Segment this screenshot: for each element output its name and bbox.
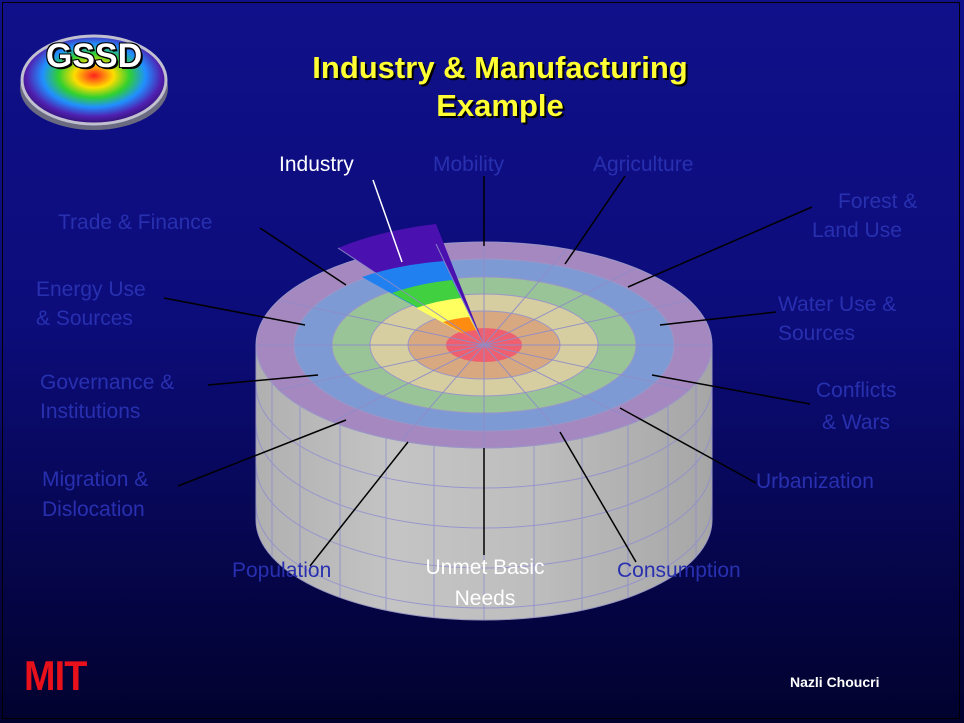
author-name: Nazli Choucri	[790, 674, 880, 690]
label-industry: Industry	[279, 153, 354, 176]
label-population: Population	[232, 559, 332, 582]
label-urbanization: Urbanization	[756, 470, 874, 493]
label-forest-line-2: Land Use	[812, 219, 902, 242]
label-forest-line-1: Forest &	[838, 190, 918, 213]
industry-wedge	[338, 224, 484, 345]
title-line-1: Industry & Manufacturing	[312, 50, 688, 85]
label-unmet-line-2: Needs	[454, 587, 516, 610]
label-migration-line-2: Dislocation	[42, 498, 145, 521]
label-agriculture: Agriculture	[593, 153, 694, 176]
title-line-2: Example	[436, 88, 564, 123]
mit-logo: MIT	[24, 652, 87, 699]
label-unmet-line-1: Unmet Basic	[425, 556, 545, 579]
label-water-line-1: Water Use &	[778, 293, 897, 316]
label-trade: Trade & Finance	[58, 211, 213, 234]
label-energy-line-2: & Sources	[36, 307, 133, 330]
logo-text: GSSD	[45, 37, 143, 75]
gssd-logo-icon	[20, 34, 168, 130]
label-mobility: Mobility	[433, 153, 505, 176]
label-governance-line-2: Institutions	[40, 400, 141, 423]
label-migration-line-1: Migration &	[42, 468, 149, 491]
label-governance-line-1: Governance &	[40, 371, 175, 394]
pointer-lines	[163, 175, 813, 567]
label-consumption: Consumption	[617, 559, 741, 582]
label-conflicts-line-1: Conflicts	[816, 379, 897, 402]
label-energy-line-1: Energy Use	[36, 278, 146, 301]
label-conflicts-line-2: & Wars	[822, 411, 891, 434]
label-water-line-2: Sources	[778, 322, 856, 345]
